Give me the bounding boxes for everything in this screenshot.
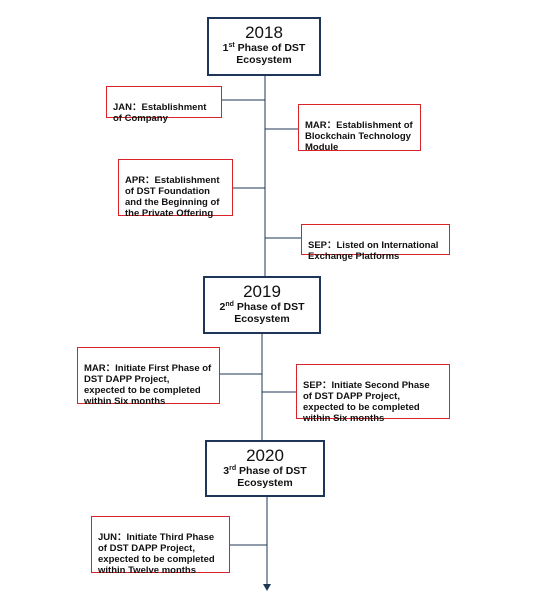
year-label: 2019 xyxy=(243,282,281,301)
year-box-2020: 2020 3rd Phase of DST Ecosystem xyxy=(205,440,325,497)
timeline-arrowhead xyxy=(263,584,271,591)
phase-label: 2nd Phase of DST xyxy=(219,301,305,313)
phase-label: 1st Phase of DST xyxy=(222,42,306,54)
event-2020-jun: JUN：Initiate Third Phase of DST DAPP Pro… xyxy=(91,516,230,576)
ecosystem-label: Ecosystem xyxy=(236,54,292,66)
event-2018-jan: JAN：Establishment of Company xyxy=(106,86,222,124)
ecosystem-label: Ecosystem xyxy=(234,313,290,325)
year-label: 2018 xyxy=(245,23,283,42)
year-box-2018: 2018 1st Phase of DST Ecosystem xyxy=(207,17,321,76)
year-label: 2020 xyxy=(246,446,284,465)
ecosystem-label: Ecosystem xyxy=(237,477,293,489)
year-box-2019: 2019 2nd Phase of DST Ecosystem xyxy=(203,276,321,334)
event-2018-apr: APR：Establishment of DST Foundation and … xyxy=(118,159,233,219)
event-2018-mar: MAR：Establishment of Blockchain Technolo… xyxy=(298,104,421,153)
event-2018-sep: SEP：Listed on International Exchange Pla… xyxy=(301,224,450,262)
event-2019-sep: SEP：Initiate Second Phase of DST DAPP Pr… xyxy=(296,364,450,424)
event-2019-mar: MAR：Initiate First Phase of DST DAPP Pro… xyxy=(77,347,220,407)
phase-label: 3rd Phase of DST xyxy=(223,465,307,477)
